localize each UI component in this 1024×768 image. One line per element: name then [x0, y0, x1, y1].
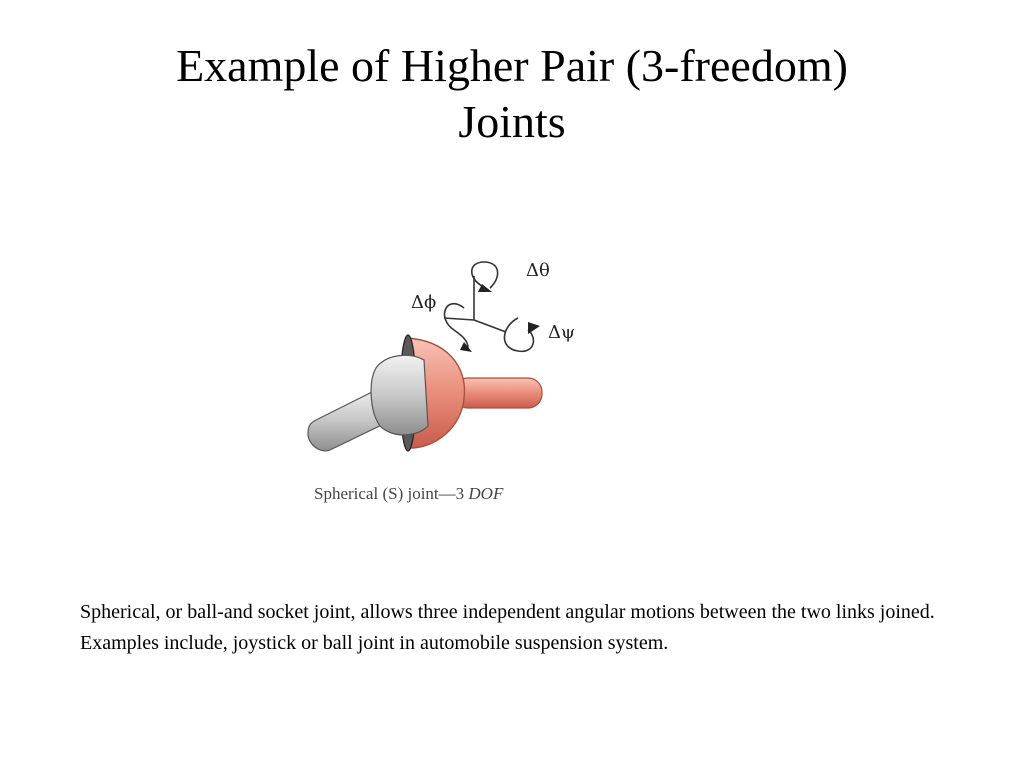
- spherical-joint-figure: Δθ Δϕ Δψ Spherical (S) joint—3 DOF: [296, 248, 596, 528]
- figure-caption: Spherical (S) joint—3 DOF: [314, 484, 503, 504]
- phi-rotation-arrow: [443, 302, 469, 349]
- psi-rotation-arrow: [503, 317, 535, 353]
- red-link-shaft: [453, 377, 543, 409]
- theta-arrowhead: [478, 284, 492, 292]
- phi-arrowhead: [460, 342, 472, 352]
- slide-title-line1: Example of Higher Pair (3-freedom): [176, 40, 848, 91]
- theta-rotation-arrow: [470, 261, 499, 289]
- figure-caption-dof: DOF: [468, 484, 504, 503]
- gray-ball: [370, 354, 429, 436]
- axis-right: [473, 319, 507, 333]
- theta-label: Δθ: [526, 260, 550, 281]
- psi-arrowhead: [528, 322, 540, 334]
- slide-body-text: Spherical, or ball-and socket joint, all…: [80, 601, 935, 654]
- axis-left: [443, 317, 475, 321]
- phi-label: Δϕ: [411, 292, 436, 313]
- slide-title: Example of Higher Pair (3-freedom) Joint…: [40, 38, 984, 150]
- rotation-axes: [443, 261, 535, 353]
- spherical-joint-illustration: Δθ Δϕ Δψ: [307, 260, 575, 452]
- psi-label: Δψ: [548, 322, 575, 343]
- slide-title-line2: Joints: [458, 96, 566, 147]
- figure-caption-main: Spherical (S) joint—3: [314, 484, 469, 503]
- arrow-heads: [460, 284, 540, 352]
